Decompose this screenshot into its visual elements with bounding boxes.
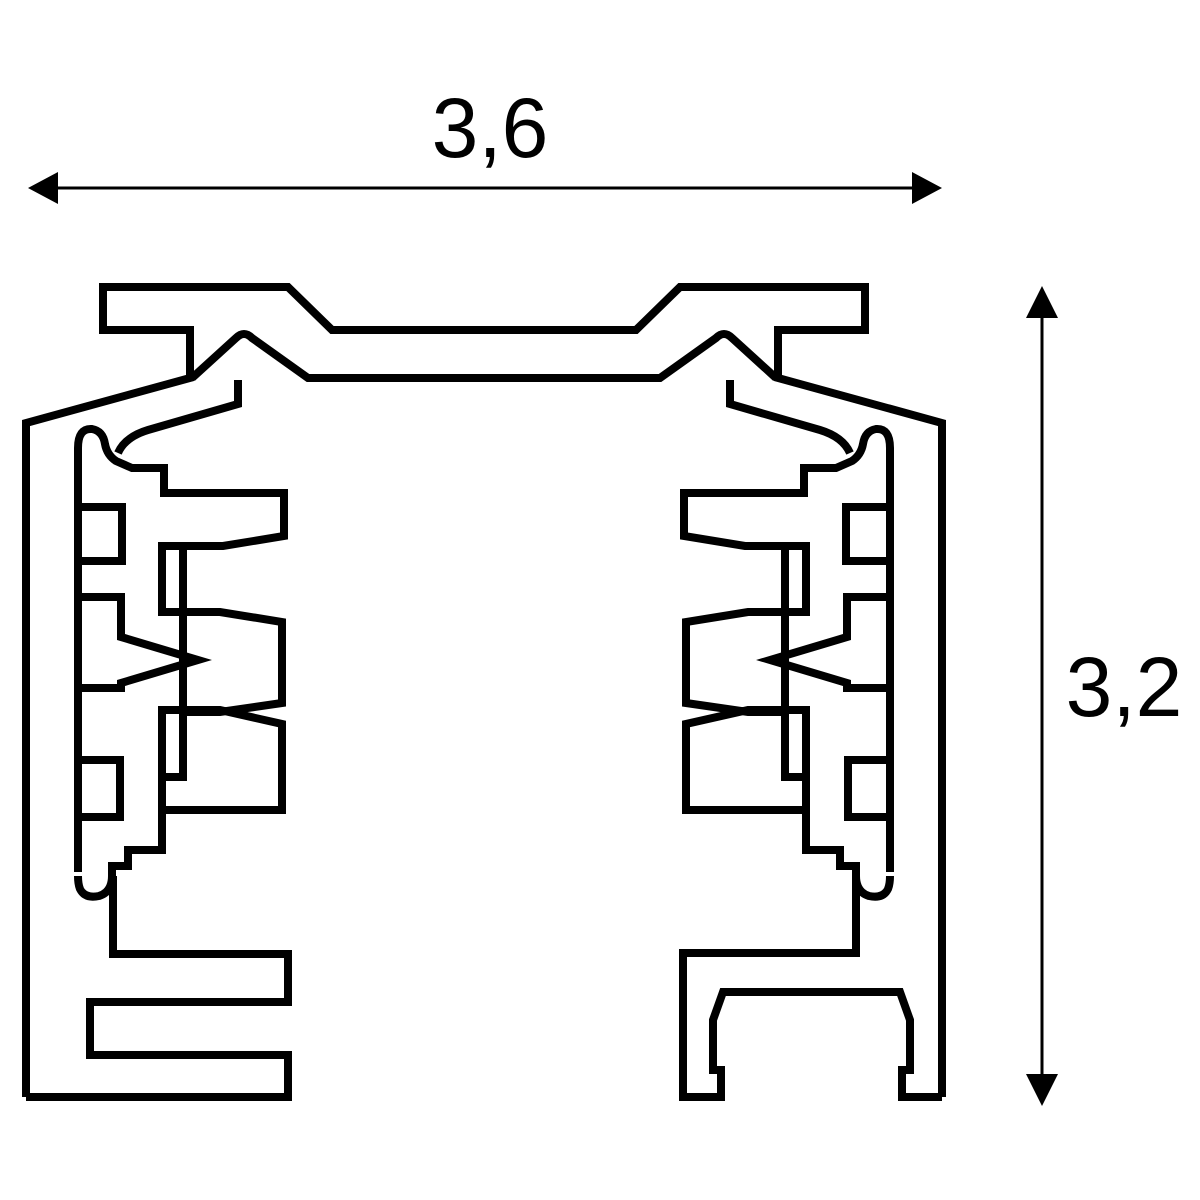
left-foot	[26, 876, 292, 1101]
profile-left-half	[26, 287, 486, 1097]
arrow-up-icon	[1026, 286, 1058, 318]
arrow-down-icon	[1026, 1074, 1058, 1106]
right-foot	[679, 876, 942, 1101]
height-dimension-label: 3,2	[1066, 640, 1183, 734]
width-dimension-label: 3,6	[432, 81, 549, 175]
arrow-left-icon	[28, 172, 58, 204]
height-dimension: 3,2	[1026, 286, 1182, 1106]
arrow-right-icon	[912, 172, 942, 204]
profile-right-half	[482, 287, 942, 1097]
profile-outline	[26, 287, 942, 1101]
width-dimension: 3,6	[28, 81, 942, 204]
